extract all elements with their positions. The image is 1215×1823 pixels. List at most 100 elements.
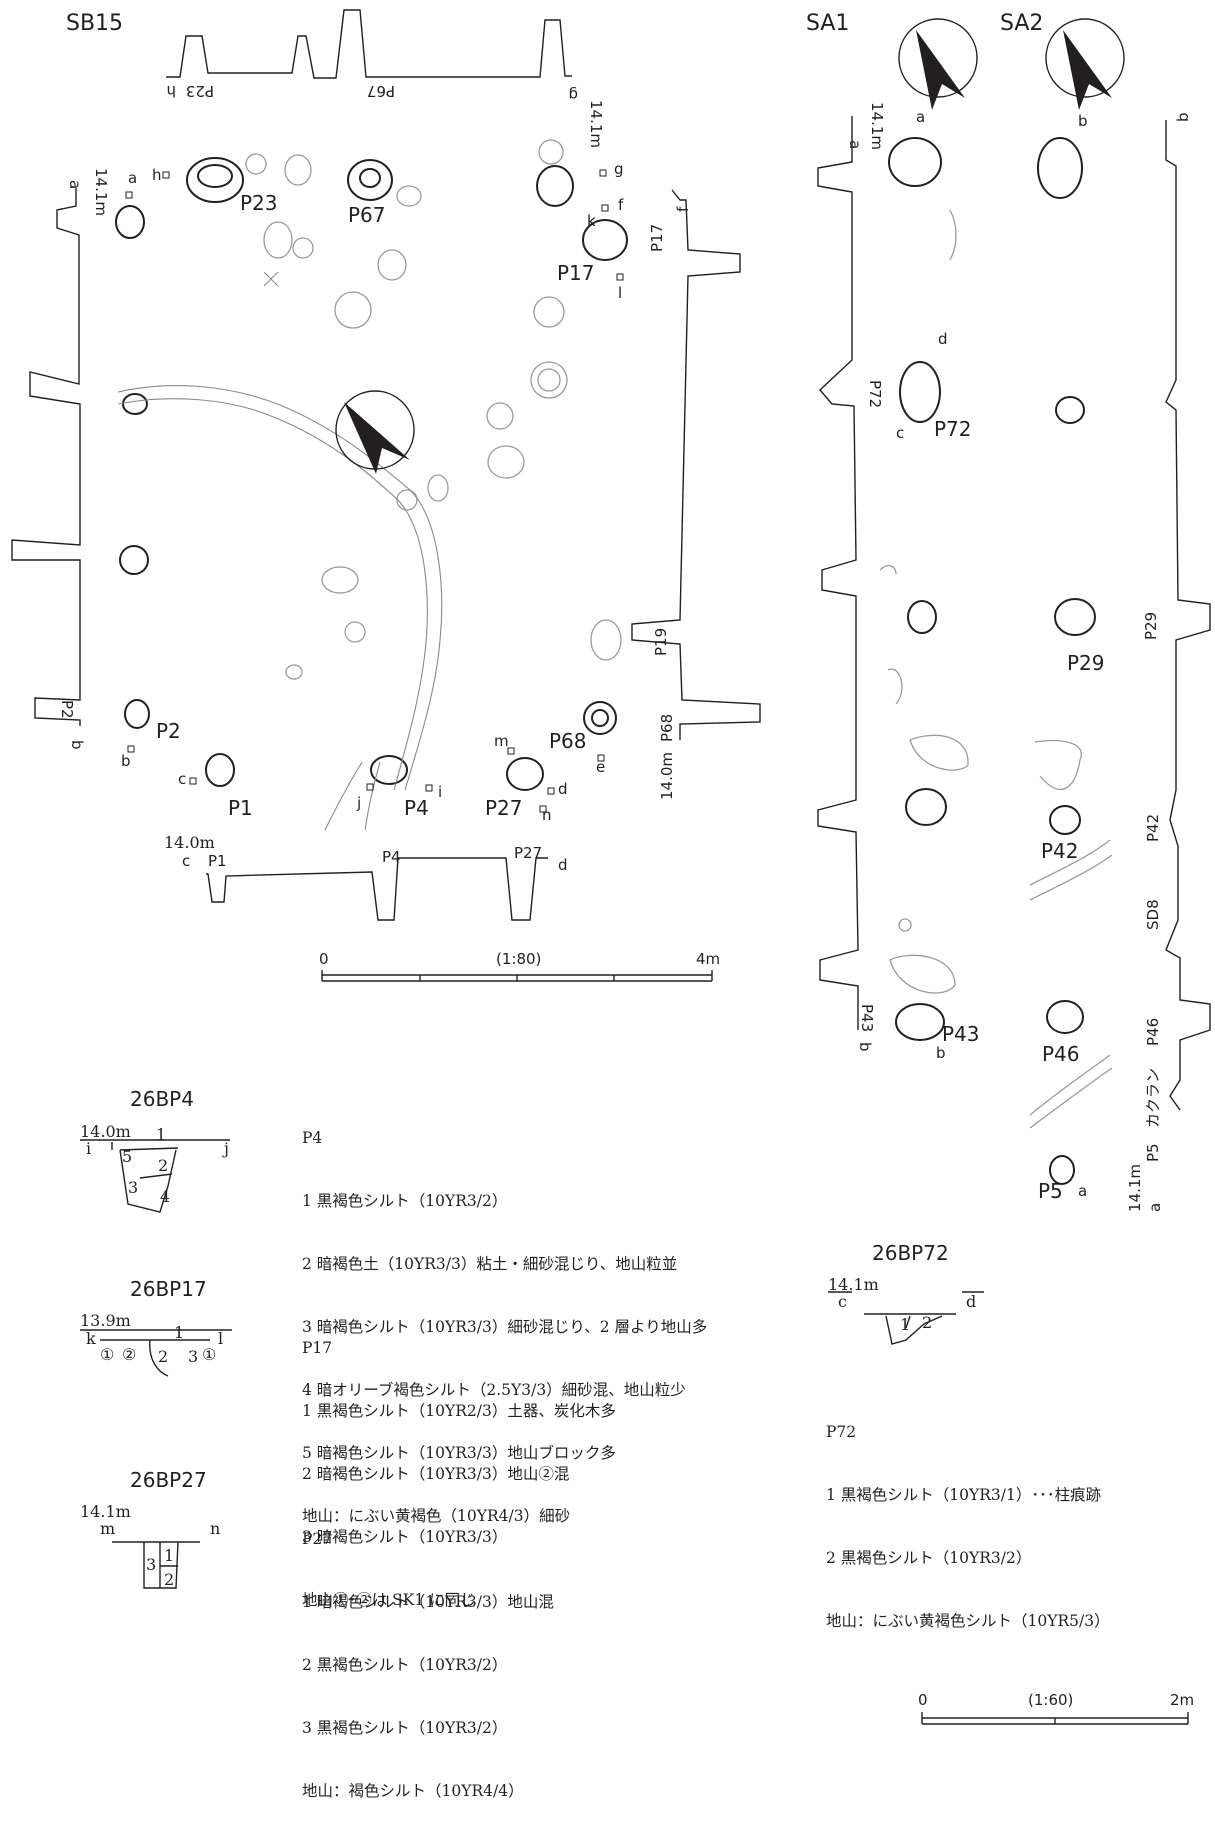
point-i: i (438, 783, 442, 801)
sa1-section (817, 116, 859, 1030)
elev-right: 14.0m (658, 752, 676, 800)
sec-p4-right: j (222, 1139, 229, 1158)
pit-label-p27: P27 (485, 796, 523, 820)
scale-bar-60 (921, 1712, 1189, 1725)
pit-label-p23: P23 (240, 191, 278, 215)
legend-p27-line: 地山：褐色シルト（10YR4/4） (302, 1782, 524, 1800)
sec-p17-l3: 3 (188, 1347, 198, 1366)
sec-p72-elev: 14.1m (828, 1275, 879, 1294)
elev-bottom: 14.0m (164, 833, 215, 852)
sb15-ditch-inner (117, 398, 428, 791)
sb15-right-section (631, 189, 761, 740)
sec-p4-left: i (86, 1139, 91, 1158)
sa2-point-b: b (1174, 112, 1192, 122)
sa1-sec-p43: P43 (858, 1004, 876, 1032)
sa2-sec-p46: P46 (1144, 1018, 1162, 1046)
legend-p27-line: 1 暗褐色シルト（10YR3/3）地山混 (302, 1593, 554, 1611)
sec-p4-l2: 2 (158, 1156, 168, 1175)
sec-p17-drawing (80, 1329, 232, 1377)
legend-p72-line: 地山：にぶい黄褐色シルト（10YR5/3） (826, 1612, 1110, 1630)
sec-p72-right: d (966, 1292, 976, 1311)
point-l: l (618, 284, 622, 302)
sa2-elev: 14.1m (1126, 1164, 1144, 1212)
point-b-left: b (68, 740, 86, 750)
scale-bar-80 (321, 970, 713, 982)
legend-p27-line: P27 (302, 1530, 333, 1548)
legend-p17-line: 3 暗褐色シルト（10YR3/3） (302, 1528, 508, 1546)
sa-point-c: c (896, 424, 904, 442)
north-arrow-sa2-icon (1045, 18, 1125, 110)
legend-p17: P17 1 黒褐色シルト（10YR2/3）土器、炭化木多 2 暗褐色シルト（10… (302, 1296, 616, 1632)
scale80-zero: 0 (319, 950, 329, 968)
sb15-title: SB15 (66, 11, 123, 36)
sa-pits (888, 137, 1096, 1185)
legend-p4-line: 5 暗褐色シルト（10YR3/3）地山ブロック多 (302, 1444, 616, 1462)
legend-p27-line: 3 黒褐色シルト（10YR3/2） (302, 1719, 508, 1737)
legend-p72: P72 1 黒褐色シルト（10YR3/1）･･･柱痕跡 2 黒褐色シルト（10Y… (826, 1380, 1110, 1653)
sec-p17-g1: ① (100, 1345, 114, 1364)
scale60-end: 2m (1170, 1691, 1194, 1709)
legend-p4-line: P4 (302, 1129, 323, 1147)
scale60-ratio: (1:60) (1028, 1691, 1073, 1709)
point-c-bottom: c (182, 852, 190, 870)
legend-p4-line: 4 暗オリーブ褐色シルト（2.5Y3/3）細砂混、地山粒少 (302, 1381, 686, 1399)
sec-label-p27: P27 (514, 844, 542, 862)
sec-p4-elev: 14.0m (80, 1122, 131, 1141)
legend-p72-line: P72 (826, 1423, 857, 1441)
sec-p4-l5: 5 (122, 1147, 132, 1166)
legend-p4-line: 3 暗褐色シルト（10YR3/3）細砂混じり、2 層より地山多 (302, 1318, 708, 1336)
elev-top: 14.1m (587, 100, 605, 148)
pit-label-p67: P67 (348, 203, 386, 227)
sb15-cross (263, 271, 279, 287)
sec-p4-l1: 1 (156, 1125, 166, 1144)
sec-p27-elev: 14.1m (80, 1502, 131, 1521)
sb15-left-section (11, 188, 81, 726)
sec-p17-l2: 2 (158, 1347, 168, 1366)
sb15-faint-pits (245, 139, 622, 680)
sec-p72-l1: 1 (900, 1315, 910, 1334)
point-b: b (121, 752, 131, 770)
sa1-title: SA1 (806, 11, 849, 36)
sec-p17-g2: ② (122, 1345, 136, 1364)
sa2-section (1165, 120, 1211, 1111)
sec-p27-l2: 2 (164, 1570, 174, 1589)
sec-p17-right: l (218, 1329, 223, 1348)
sa-point-b: b (1078, 112, 1088, 130)
legend-p4: P4 1 黒褐色シルト（10YR3/2） 2 暗褐色土（10YR3/3）粘土・細… (302, 1086, 707, 1548)
sa-point-a2: a (1078, 1182, 1087, 1200)
pit-label-p2: P2 (156, 719, 181, 743)
sec-p27-l1: 1 (164, 1546, 174, 1565)
sec-p17-l1: 1 (174, 1323, 184, 1342)
point-c: c (178, 770, 186, 788)
point-k: k (587, 212, 596, 230)
legend-p4-line: 地山：にぶい黄褐色（10YR4/3）細砂 (302, 1507, 571, 1525)
sa2-kakuran: カクラン (1144, 1068, 1162, 1128)
sec-p4-title: 26BP4 (130, 1087, 194, 1111)
sa-faint-features (879, 209, 1113, 1129)
legend-p17-line: 地山①･②は SK1 に同じ (302, 1591, 476, 1609)
point-n: n (542, 806, 552, 824)
point-h: h (152, 166, 162, 184)
legend-p27: P27 1 暗褐色シルト（10YR3/3）地山混 2 黒褐色シルト（10YR3/… (302, 1487, 554, 1823)
point-h-top: h (166, 82, 176, 100)
sec-label-p19: P19 (652, 628, 670, 656)
sa-point-d: d (938, 330, 948, 348)
sa1-elev: 14.1m (868, 102, 886, 150)
sb15-bottom-section (206, 857, 548, 921)
point-a: a (128, 169, 137, 187)
sa2-point-a: a (1146, 1203, 1164, 1212)
excavation-drawing: SB15 P23 P67 h g 14.1m 14.1m a P2 b P17 … (11, 9, 1211, 1725)
point-d: d (558, 780, 568, 798)
point-f: f (618, 196, 624, 214)
grid-markers (125, 169, 624, 813)
north-arrow-icon (335, 390, 415, 474)
scale60-zero: 0 (918, 1691, 928, 1709)
sb15-top-section (166, 9, 572, 79)
sa-pit-label-p29: P29 (1067, 651, 1105, 675)
legend-p4-line: 1 黒褐色シルト（10YR3/2） (302, 1192, 508, 1210)
sa-pit-label-p42: P42 (1041, 839, 1079, 863)
sa-point-b2: b (936, 1044, 946, 1062)
sec-label-p4: P4 (382, 848, 401, 866)
sec-p4-l3: 3 (128, 1178, 138, 1197)
sec-label-p67: P67 (367, 82, 395, 100)
